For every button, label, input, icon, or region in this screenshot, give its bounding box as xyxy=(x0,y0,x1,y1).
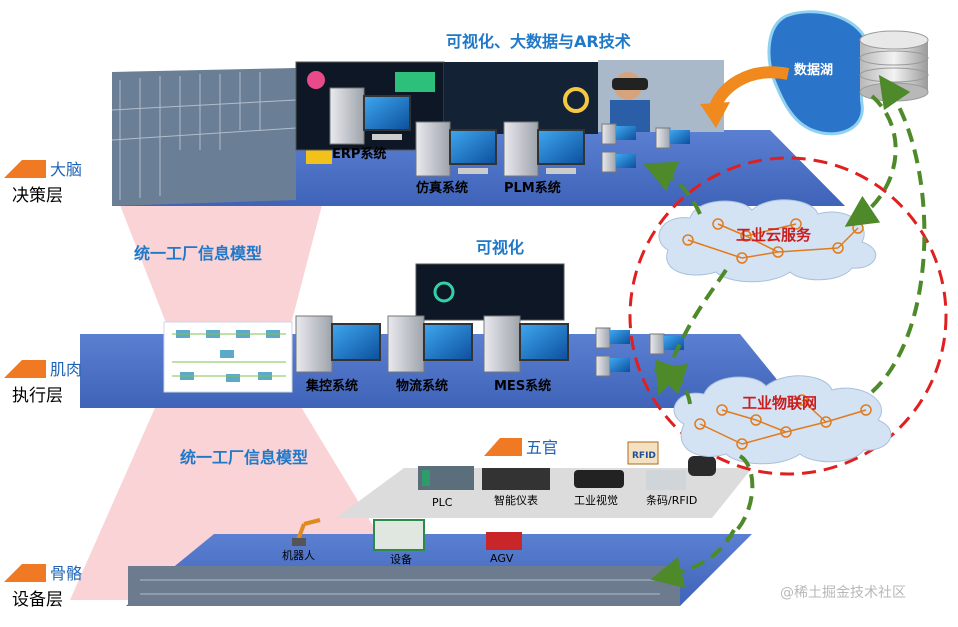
logistics-computer-icon xyxy=(387,315,473,373)
control-system-label: 集控系统 xyxy=(306,379,359,394)
iot-label: 工业物联网 xyxy=(742,394,818,412)
orange-arrow-head xyxy=(700,102,730,128)
dashboard-bars-icon xyxy=(395,72,435,92)
equipment-label: 设备 xyxy=(390,553,412,566)
network-boundary-circle xyxy=(628,156,948,476)
barcode-reader-icon xyxy=(646,470,686,490)
plm-computer-icon xyxy=(503,121,585,177)
info-model-caption-lower: 统一工厂信息模型 xyxy=(180,448,309,467)
logistics-system-label: 物流系统 xyxy=(396,379,449,394)
muscle-organ-label: 肌肉 xyxy=(50,360,83,379)
green-arrow-iot-to-bone xyxy=(650,529,736,588)
sim-computer-icon xyxy=(415,121,497,177)
cloud-iot-shape xyxy=(673,375,892,465)
rfid-label: 条码/RFID xyxy=(646,494,698,507)
meter-icon xyxy=(482,468,550,490)
vision-label: 工业视觉 xyxy=(574,494,618,507)
bone-tag-icon xyxy=(4,564,46,582)
green-arrow-lake-to-cloud xyxy=(844,94,898,227)
green-arrow-muscle-to-cloud xyxy=(655,268,728,395)
bone-organ-label: 骨骼 xyxy=(50,564,83,583)
plc-icon xyxy=(418,466,474,490)
agv-label: AGV xyxy=(490,552,514,565)
vision-camera-icon xyxy=(574,470,624,488)
green-arrow-cloud-to-brain xyxy=(643,161,702,215)
plc-label: PLC xyxy=(432,496,453,509)
vr-headset-icon xyxy=(612,78,648,90)
cloud-service-label: 工业云服务 xyxy=(736,226,812,244)
mes-system-label: MES系统 xyxy=(494,379,552,394)
brain-organ-label: 大脑 xyxy=(50,160,83,179)
cloud-service-shape xyxy=(658,199,877,283)
info-model-beam-upper xyxy=(120,205,322,328)
small-computers-middle xyxy=(595,327,684,377)
erp-computer-icon xyxy=(329,87,411,145)
bone-layer-label: 设备层 xyxy=(12,590,63,610)
equipment-icon xyxy=(373,519,425,551)
barcode-gun-icon xyxy=(688,456,716,476)
senses-tag-icon xyxy=(484,438,522,456)
green-arrow-iot-to-lake xyxy=(870,74,927,394)
middle-gauge-icon xyxy=(433,281,455,303)
mes-computer-icon xyxy=(483,315,569,373)
gauge-icon xyxy=(563,87,589,113)
rfid-tag-label: RFID xyxy=(632,451,656,461)
brain-tag-icon xyxy=(4,160,46,178)
top-caption: 可视化、大数据与AR技术 xyxy=(446,32,631,51)
agv-icon xyxy=(486,532,522,550)
watermark: @稀土掘金技术社区 xyxy=(780,585,906,601)
factory-floor-image xyxy=(128,566,680,606)
robot-arm-icon xyxy=(292,518,321,546)
brain-layer-label: 决策层 xyxy=(12,186,63,206)
factory-floor-texture xyxy=(140,579,660,595)
control-computer-icon xyxy=(295,315,381,373)
middle-dashboard-screen xyxy=(415,263,565,321)
cloud-service-nodes xyxy=(682,218,864,264)
meter-label: 智能仪表 xyxy=(494,494,538,507)
green-arrow-iot-to-muscle xyxy=(652,363,692,405)
small-computers-top xyxy=(601,123,690,173)
factory-racks xyxy=(111,72,297,200)
info-model-caption-upper: 统一工厂信息模型 xyxy=(134,244,263,263)
middle-caption: 可视化 xyxy=(476,238,525,257)
database-icon xyxy=(859,30,929,102)
data-lake-label: 数据湖 xyxy=(794,63,834,78)
rfid-tag-icon xyxy=(627,441,659,465)
plm-system-label: PLM系统 xyxy=(504,181,561,196)
green-arrow-devices-to-iot xyxy=(724,454,755,542)
sim-system-label: 仿真系统 xyxy=(416,181,469,196)
workflow-nodes-icon xyxy=(172,330,286,382)
muscle-tag-icon xyxy=(4,360,46,378)
cloud-iot-nodes xyxy=(694,394,872,450)
pie-chart-icon xyxy=(307,71,325,89)
erp-system-label: ERP系统 xyxy=(332,147,387,162)
muscle-layer-label: 执行层 xyxy=(12,386,63,406)
senses-organ-label: 五官 xyxy=(526,438,559,457)
robot-label: 机器人 xyxy=(282,549,315,562)
